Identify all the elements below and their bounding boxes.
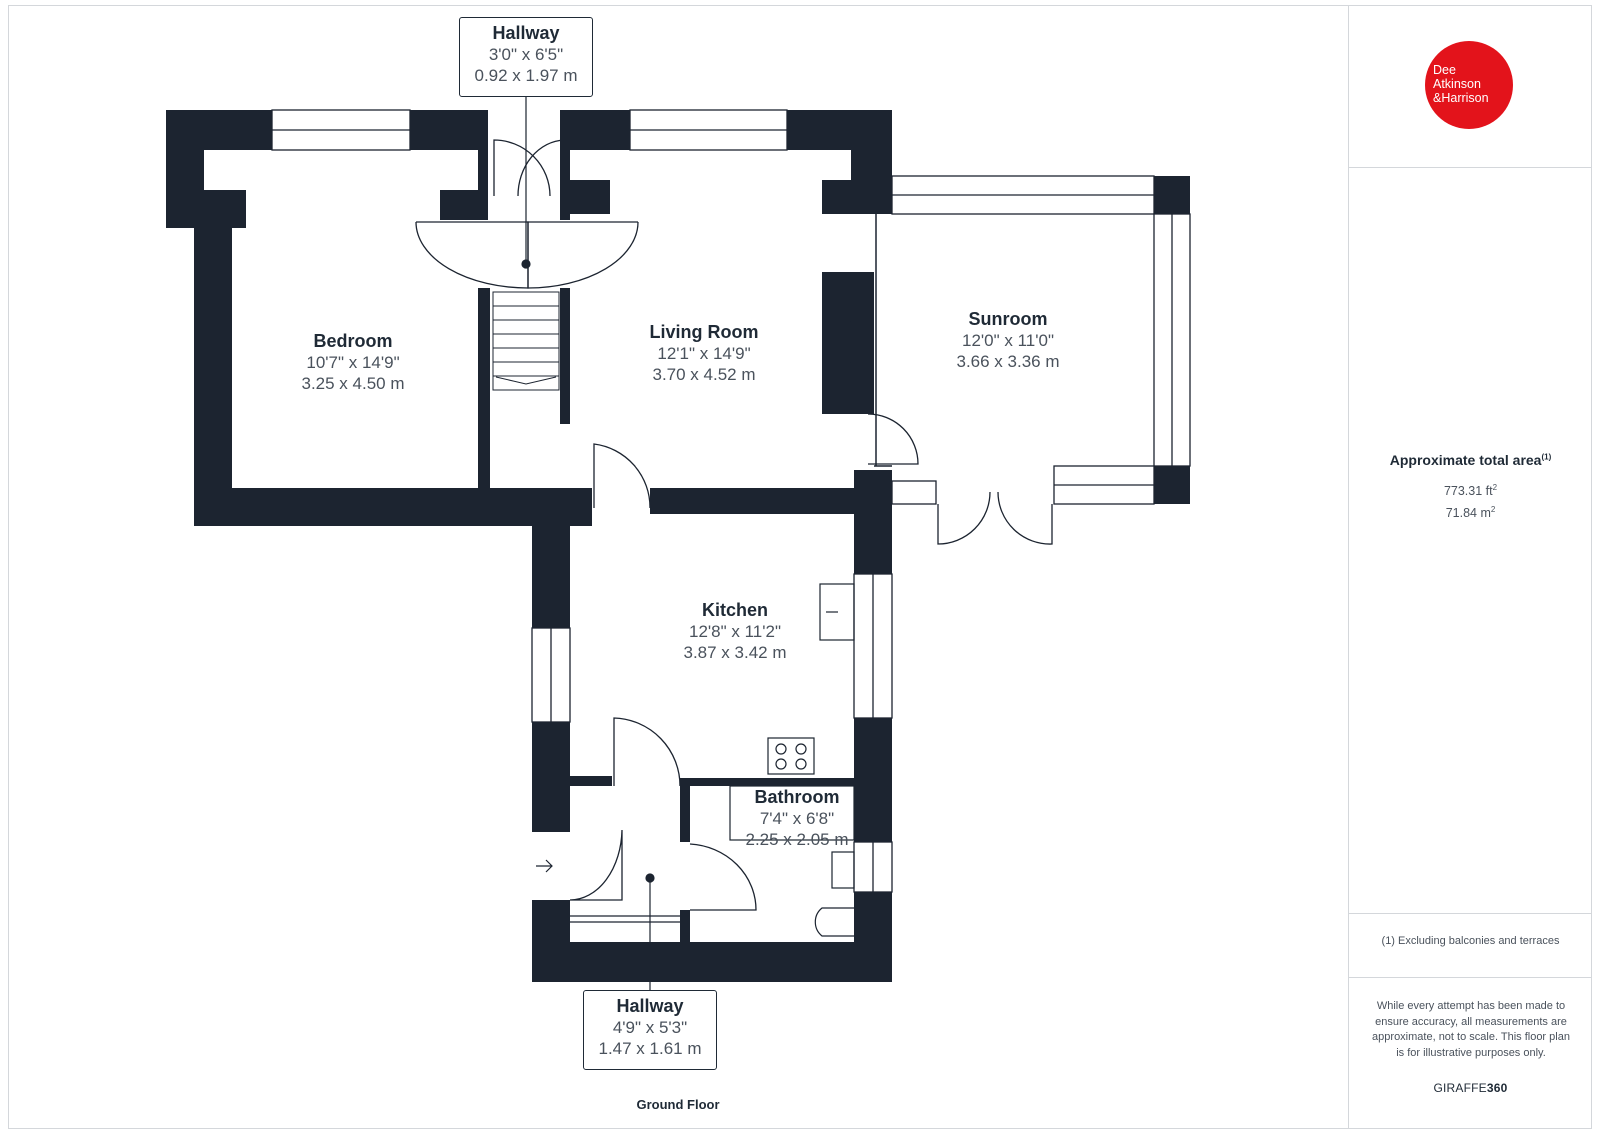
windows bbox=[271, 109, 1191, 893]
room-dimension-metric: 1.47 x 1.61 m bbox=[598, 1039, 702, 1058]
area-value: 71.84 m bbox=[1445, 506, 1491, 521]
page-frame bbox=[8, 5, 1592, 1129]
room-dimension-metric: 0.92 x 1.97 m bbox=[474, 66, 578, 85]
divider bbox=[1349, 977, 1592, 978]
room-name: Bathroom bbox=[754, 787, 840, 807]
squared-mark: 2 bbox=[1492, 483, 1498, 492]
room-dimension-imperial: 4'9" x 5'3" bbox=[612, 1018, 688, 1037]
agency-logo: Dee Atkinson &Harrison bbox=[1425, 41, 1513, 129]
dimension-pointers bbox=[521, 94, 655, 992]
room-name: Hallway bbox=[616, 996, 684, 1016]
total-area-title: Approximate total area(1) bbox=[1349, 452, 1592, 468]
room-dimension-metric: 3.66 x 3.36 m bbox=[956, 352, 1060, 371]
logo-text-line: Dee bbox=[1433, 63, 1456, 77]
provider-brand-b: 360 bbox=[1486, 1081, 1508, 1095]
room-dimension-metric: 2.25 x 2.05 m bbox=[745, 830, 849, 849]
divider bbox=[1349, 167, 1592, 168]
total-area-imperial: 773.31 ft2 bbox=[1349, 483, 1592, 498]
room-dimension-metric: 3.70 x 4.52 m bbox=[652, 365, 756, 384]
room-label-bathroom: Bathroom 7'4" x 6'8" 2.25 x 2.05 m bbox=[745, 786, 848, 850]
sunroom-wall-lines bbox=[874, 214, 892, 467]
room-dimension-imperial: 3'0" x 6'5" bbox=[488, 45, 564, 64]
info-sidebar: Dee Atkinson &Harrison Approximate total… bbox=[1348, 5, 1592, 1129]
room-label-kitchen: Kitchen 12'8" x 11'2" 3.87 x 3.42 m bbox=[683, 599, 786, 663]
room-dimension-metric: 3.87 x 3.42 m bbox=[683, 643, 787, 662]
room-dimension-imperial: 12'1" x 14'9" bbox=[657, 344, 751, 363]
room-label-hallway-bottom: Hallway 4'9" x 5'3" 1.47 x 1.61 m bbox=[583, 990, 717, 1070]
room-dimension-metric: 3.25 x 4.50 m bbox=[301, 374, 405, 393]
room-name: Living Room bbox=[649, 322, 759, 342]
disclaimer-text: While every attempt has been made to ens… bbox=[1372, 1000, 1570, 1059]
floor-plan bbox=[166, 94, 1191, 992]
squared-mark: 2 bbox=[1490, 505, 1496, 514]
total-area-metric: 71.84 m2 bbox=[1349, 505, 1592, 520]
room-dimension-imperial: 7'4" x 6'8" bbox=[759, 809, 835, 828]
room-label-hallway-top: Hallway 3'0" x 6'5" 0.92 x 1.97 m bbox=[459, 17, 593, 97]
fixtures bbox=[536, 321, 855, 937]
provider-brand: GIRAFFE360 bbox=[1349, 1081, 1592, 1095]
total-area-title-text: Approximate total area bbox=[1389, 452, 1542, 468]
footnote-mark: (1) bbox=[1541, 452, 1552, 462]
room-label-bedroom: Bedroom 10'7" x 14'9" 3.25 x 4.50 m bbox=[301, 330, 404, 394]
room-label-living-room: Living Room 12'1" x 14'9" 3.70 x 4.52 m bbox=[650, 321, 759, 385]
room-dimension-imperial: 12'0" x 11'0" bbox=[962, 331, 1054, 350]
stairs bbox=[492, 291, 560, 391]
walls bbox=[166, 110, 1190, 982]
room-name: Kitchen bbox=[701, 600, 769, 620]
room-name: Hallway bbox=[492, 23, 560, 43]
room-dimension-imperial: 10'7" x 14'9" bbox=[306, 353, 400, 372]
logo-text-line: Atkinson bbox=[1433, 77, 1481, 91]
room-dimension-imperial: 12'8" x 11'2" bbox=[689, 622, 781, 641]
area-footnote: (1) Excluding balconies and terraces bbox=[1381, 935, 1560, 947]
room-name: Sunroom bbox=[968, 309, 1048, 329]
floor-label: Ground Floor bbox=[636, 1097, 720, 1112]
area-value: 773.31 ft bbox=[1443, 484, 1493, 499]
room-label-sunroom: Sunroom 12'0" x 11'0" 3.66 x 3.36 m bbox=[956, 308, 1059, 372]
doors bbox=[415, 139, 1053, 911]
divider bbox=[1349, 913, 1592, 914]
room-name: Bedroom bbox=[313, 331, 393, 351]
provider-brand-a: GIRAFFE bbox=[1433, 1081, 1487, 1095]
logo-text-line: &Harrison bbox=[1433, 91, 1489, 105]
